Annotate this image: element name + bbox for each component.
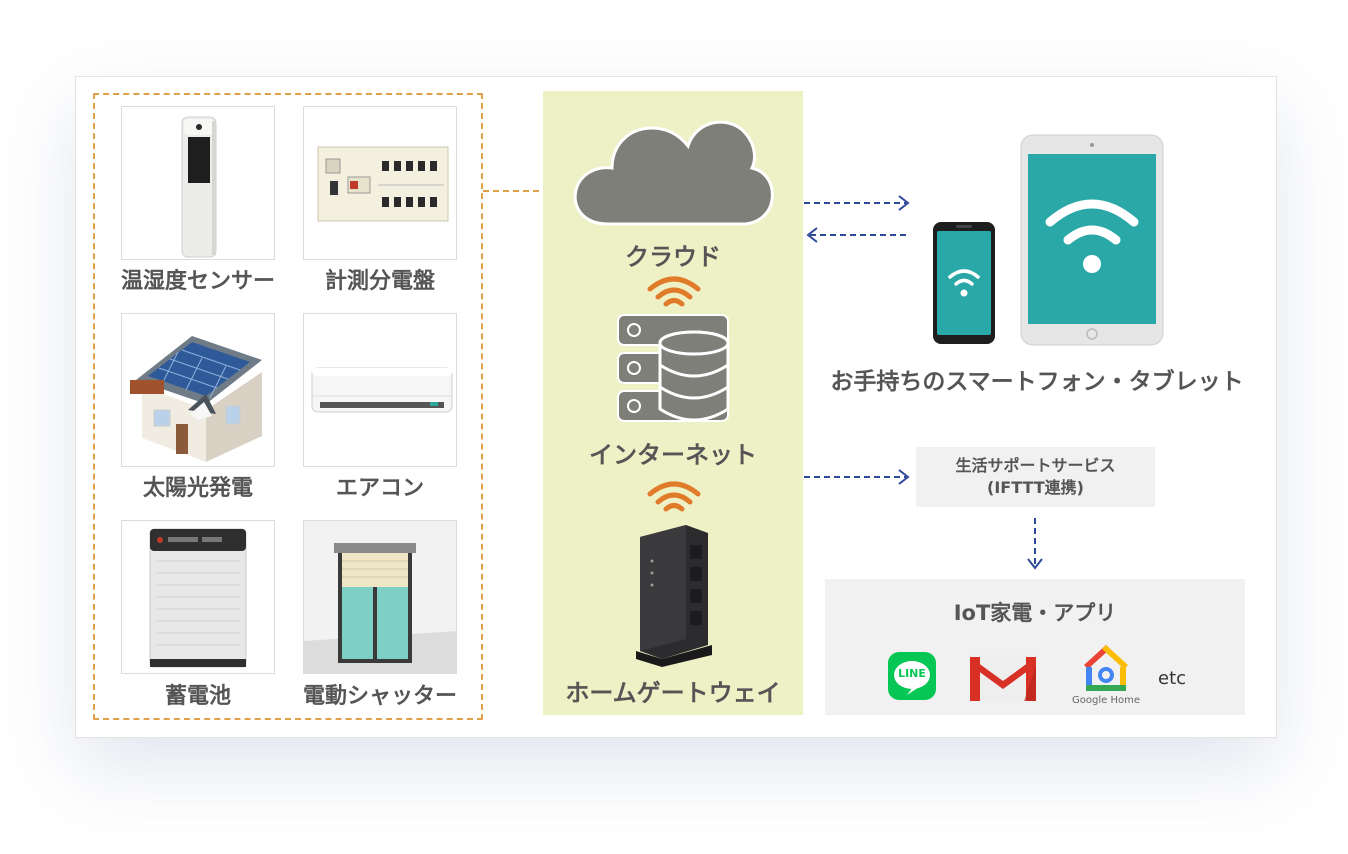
solar-house-icon [130,336,262,462]
solar-tile [121,313,275,467]
gateway-label: ホームゲートウェイ [565,679,781,707]
internet-label: インターネット [589,441,757,469]
tablet-icon [1020,134,1164,346]
devices-group [93,93,483,720]
aircon-tile [303,313,457,467]
server-database-icon [617,314,730,422]
battery-label: 蓄電池 [164,684,231,709]
iot-apps-box: IoT家電・アプリ LINE Google Home etc [825,579,1245,715]
service-line1: 生活サポートサービス [955,456,1116,475]
gmail-icon [970,655,1036,701]
air-conditioner-icon [311,367,453,413]
battery-tile [121,520,275,674]
sensor-tile [121,106,275,260]
panel-label: 計測分電盤 [324,269,435,294]
google-home-icon [1084,645,1128,691]
google-home-text: Google Home [1072,695,1140,706]
cloud-mobile-arrows [804,195,910,243]
network-service-arrow [804,469,910,485]
devices-connector-line [483,190,545,192]
temperature-sensor-icon [181,116,217,258]
shutter-tile [303,520,457,674]
distribution-panel-icon [317,146,449,222]
shutter-label: 電動シャッター [302,684,457,709]
life-support-service-box: 生活サポートサービス (IFTTT連携) [916,447,1155,507]
gateway-router-icon [636,525,712,667]
storage-battery-icon [149,528,247,668]
etc-label: etc [1158,668,1187,689]
electric-shutter-icon [304,521,456,673]
wifi-signal-icon [647,481,701,512]
smartphone-icon [933,222,995,344]
aircon-label: エアコン [335,476,424,501]
line-logo-text: LINE [898,667,926,680]
wifi-signal-icon [647,276,701,307]
service-apps-arrow [1027,518,1043,570]
line-app-icon [888,652,936,700]
sensor-label: 温湿度センサー [120,269,275,294]
service-line2: (IFTTT連携) [987,478,1084,497]
apps-title: IoT家電・アプリ [953,601,1117,625]
panel-tile [303,106,457,260]
mobile-label: お手持ちのスマートフォン・タブレット [830,369,1244,395]
cloud-icon [573,120,774,226]
cloud-label: クラウド [625,243,721,271]
solar-label: 太陽光発電 [142,476,253,501]
